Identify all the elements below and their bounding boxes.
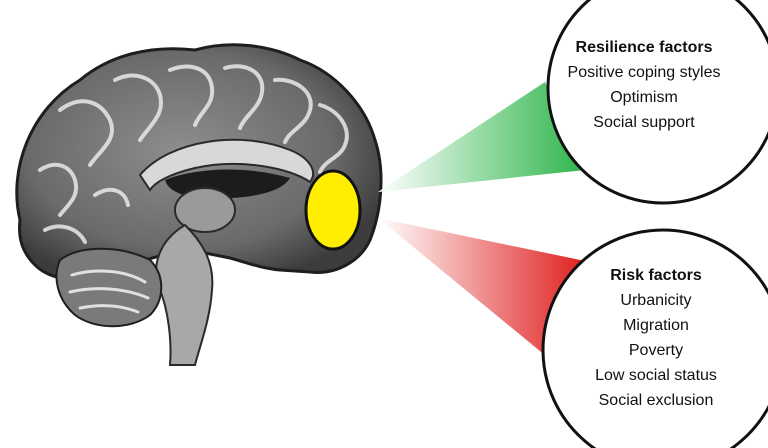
risk-factors-panel: Risk factors Urbanicity Migration Povert… (566, 266, 746, 413)
risk-circle (541, 228, 768, 448)
risk-connector (378, 218, 590, 356)
risk-item: Poverty (628, 342, 684, 359)
risk-item: Social exclusion (598, 392, 714, 409)
resilience-item: Positive coping styles (567, 64, 721, 81)
resilience-connector (378, 82, 585, 192)
resilience-item: Social support (593, 114, 695, 131)
risk-item: Low social status (595, 367, 717, 384)
risk-item: Migration (623, 317, 689, 334)
resilience-item: Optimism (610, 89, 678, 106)
resilience-factors-title: Resilience factors (575, 39, 713, 56)
risk-item: Urbanicity (620, 292, 692, 309)
highlight-region-oval (304, 169, 362, 251)
resilience-factors-panel: Resilience factors Positive coping style… (554, 38, 734, 135)
risk-factors-title: Risk factors (610, 267, 702, 284)
resilience-circle (546, 0, 768, 205)
